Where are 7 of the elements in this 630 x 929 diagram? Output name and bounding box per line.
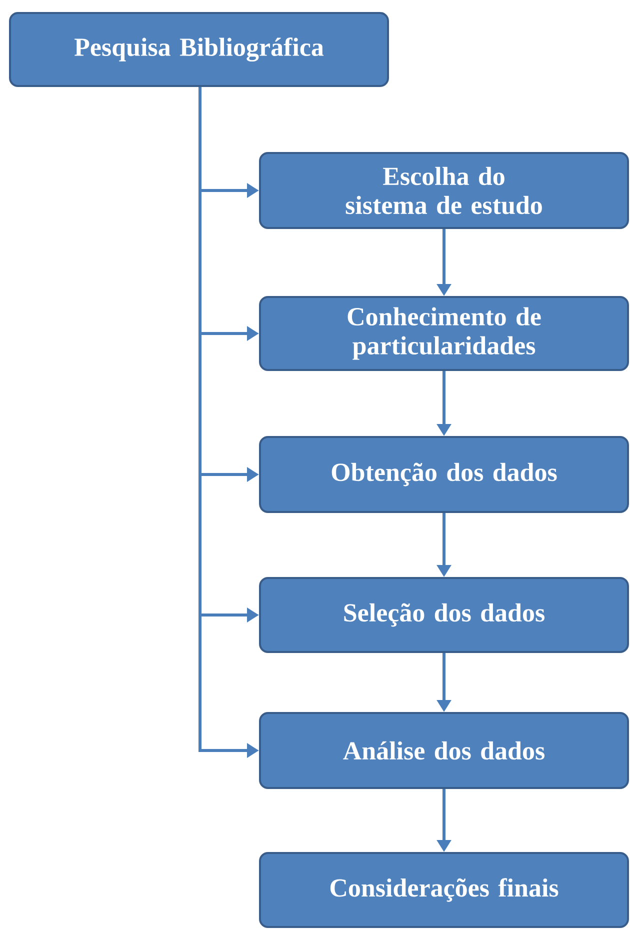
process-box: Obtenção dos dados xyxy=(259,436,629,513)
process-box: Seleção dos dados xyxy=(259,577,629,653)
process-box: Escolha do sistema de estudo xyxy=(259,152,629,229)
process-box: Pesquisa Bibliográfica xyxy=(9,12,389,87)
process-box: Análise dos dados xyxy=(259,712,629,789)
process-box: Conhecimento de particularidades xyxy=(259,296,629,371)
process-box: Considerações finais xyxy=(259,852,629,928)
